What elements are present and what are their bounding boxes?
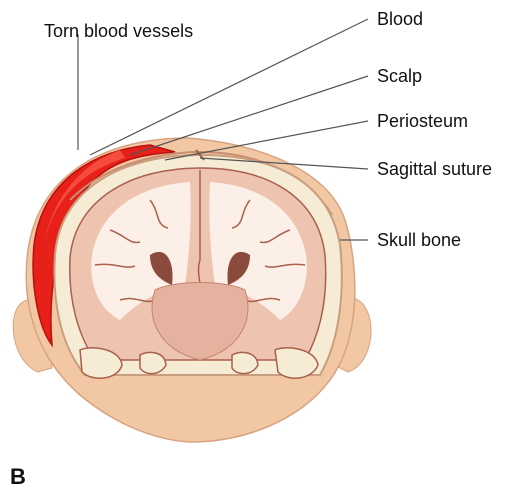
label-torn-blood-vessels: Torn blood vessels <box>44 22 193 40</box>
label-blood: Blood <box>377 10 423 28</box>
panel-letter: B <box>10 466 26 488</box>
label-skull-bone: Skull bone <box>377 231 461 249</box>
label-scalp: Scalp <box>377 67 422 85</box>
label-periosteum: Periosteum <box>377 112 468 130</box>
label-sagittal-suture: Sagittal suture <box>377 160 492 178</box>
